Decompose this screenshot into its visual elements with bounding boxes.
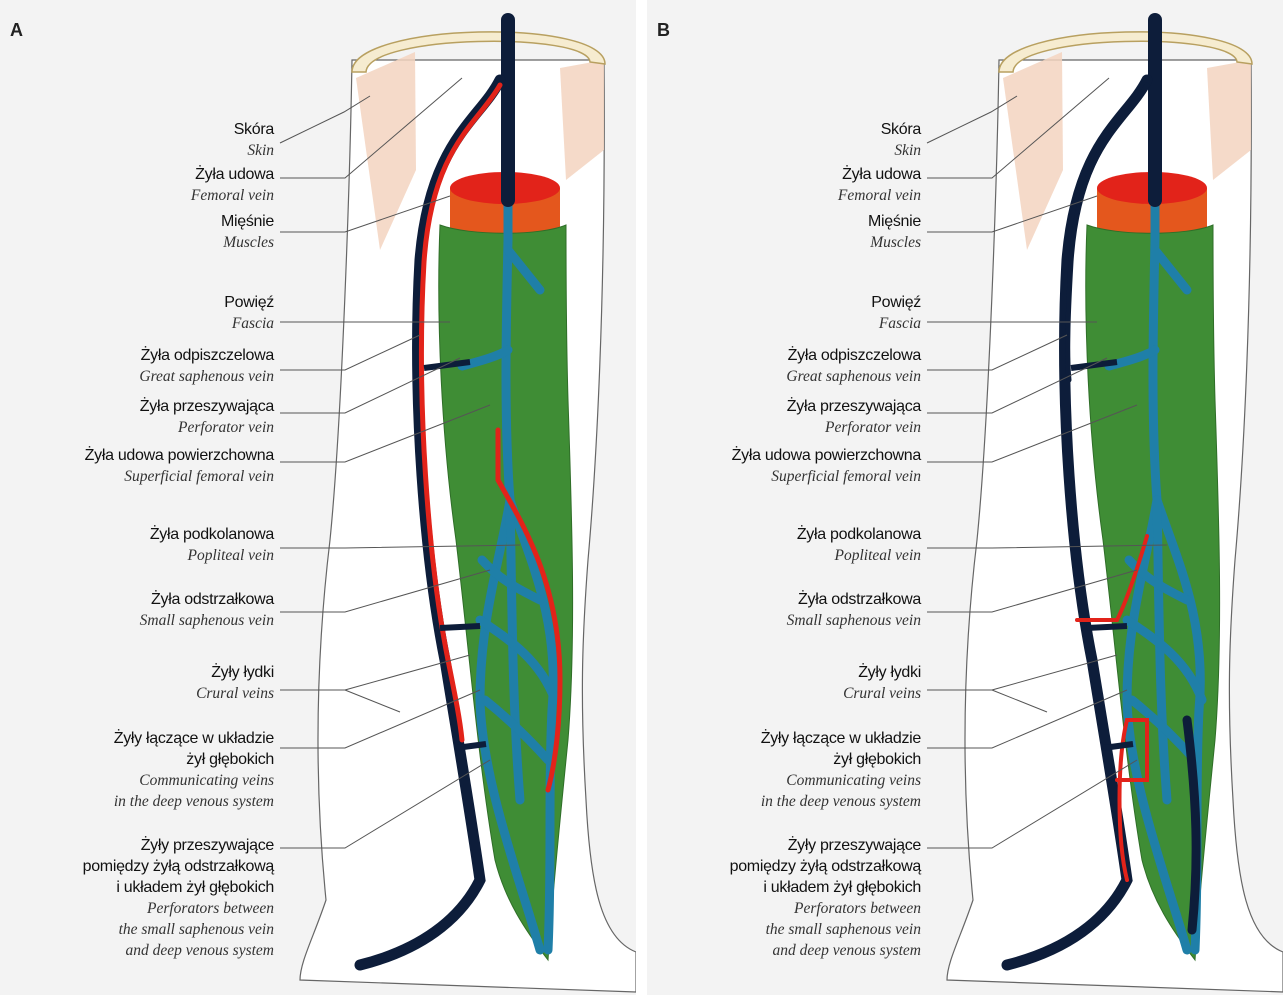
label-english: Superficial femoral vein: [732, 466, 921, 487]
label-polish: i układem żył głębokich: [730, 877, 921, 898]
label-polish: Skóra: [234, 119, 274, 140]
label-english: the small saphenous vein: [83, 919, 274, 940]
label-english: the small saphenous vein: [730, 919, 921, 940]
label-polish: Skóra: [881, 119, 921, 140]
label-english: Muscles: [868, 232, 921, 253]
label-polish: Żyły łydki: [196, 662, 274, 683]
label-english: Perforator vein: [140, 417, 274, 438]
label-polish: Żyła odpiszczelowa: [139, 345, 274, 366]
anatomy-label: PowięźFascia: [871, 292, 921, 334]
label-english: Femoral vein: [838, 185, 921, 206]
label-polish: pomiędzy żyłą odstrzałkową: [83, 856, 274, 877]
label-polish: żył głębokich: [114, 749, 274, 770]
label-english: Superficial femoral vein: [85, 466, 274, 487]
label-english: Fascia: [871, 313, 921, 334]
label-polish: Żyły łączące w układzie: [114, 728, 274, 749]
label-english: Great saphenous vein: [139, 366, 274, 387]
label-english: Femoral vein: [191, 185, 274, 206]
label-polish: Żyła podkolanowa: [797, 524, 921, 545]
label-polish: Żyła odpiszczelowa: [786, 345, 921, 366]
label-polish: i układem żył głębokich: [83, 877, 274, 898]
perforator-connector: [1087, 626, 1127, 628]
perforator-connector: [1103, 744, 1133, 748]
label-english: Communicating veins: [761, 770, 921, 791]
label-english: Skin: [881, 140, 921, 161]
label-polish: pomiędzy żyłą odstrzałkową: [730, 856, 921, 877]
anatomy-label: Żyła udowaFemoral vein: [838, 164, 921, 206]
label-polish: Żyła odstrzałkowa: [787, 589, 921, 610]
label-polish: Żyła odstrzałkowa: [140, 589, 274, 610]
label-english: Popliteal vein: [150, 545, 274, 566]
anatomy-label: Żyła przeszywającaPerforator vein: [140, 396, 274, 438]
label-english: Perforators between: [730, 898, 921, 919]
label-polish: Żyła przeszywająca: [140, 396, 274, 417]
label-english: Small saphenous vein: [787, 610, 921, 631]
label-english: Communicating veins: [114, 770, 274, 791]
label-english: Great saphenous vein: [786, 366, 921, 387]
label-english: Muscles: [221, 232, 274, 253]
label-polish: Żyły łączące w układzie: [761, 728, 921, 749]
label-english: Fascia: [224, 313, 274, 334]
label-english: and deep venous system: [83, 940, 274, 961]
panel-letter: A: [10, 20, 23, 41]
label-polish: Żyły przeszywające: [730, 835, 921, 856]
label-english: Crural veins: [196, 683, 274, 704]
perforator-connector: [456, 744, 486, 748]
label-polish: Mięśnie: [221, 211, 274, 232]
anatomy-label: Żyła podkolanowaPopliteal vein: [150, 524, 274, 566]
panel-letter: B: [657, 20, 670, 41]
label-polish: Żyła przeszywająca: [787, 396, 921, 417]
label-english: Perforators between: [83, 898, 274, 919]
label-polish: Żyła udowa: [838, 164, 921, 185]
anatomy-label: Żyła udowa powierzchownaSuperficial femo…: [85, 445, 274, 487]
anatomy-label: Żyła przeszywającaPerforator vein: [787, 396, 921, 438]
label-english: and deep venous system: [730, 940, 921, 961]
anatomy-label: Żyły łydkiCrural veins: [843, 662, 921, 704]
label-polish: Powięź: [224, 292, 274, 313]
label-polish: Żyły łydki: [843, 662, 921, 683]
label-english: Skin: [234, 140, 274, 161]
label-polish: Żyła podkolanowa: [150, 524, 274, 545]
anatomy-label: Żyła odpiszczelowaGreat saphenous vein: [786, 345, 921, 387]
label-polish: Mięśnie: [868, 211, 921, 232]
label-polish: Powięź: [871, 292, 921, 313]
label-english: Crural veins: [843, 683, 921, 704]
label-english: Small saphenous vein: [140, 610, 274, 631]
diagram-panel-a: A SkóraSkinŻyła udowaFemoral veinMięśnie…: [0, 0, 636, 995]
label-polish: Żyła udowa powierzchowna: [85, 445, 274, 466]
anatomy-label: Żyła udowa powierzchownaSuperficial femo…: [732, 445, 921, 487]
label-english: in the deep venous system: [114, 791, 274, 812]
label-english: Perforator vein: [787, 417, 921, 438]
label-english: in the deep venous system: [761, 791, 921, 812]
perforator-connector: [440, 626, 480, 628]
label-polish: Żyły przeszywające: [83, 835, 274, 856]
label-english: Popliteal vein: [797, 545, 921, 566]
label-polish: Żyła udowa: [191, 164, 274, 185]
label-polish: żył głębokich: [761, 749, 921, 770]
label-polish: Żyła udowa powierzchowna: [732, 445, 921, 466]
